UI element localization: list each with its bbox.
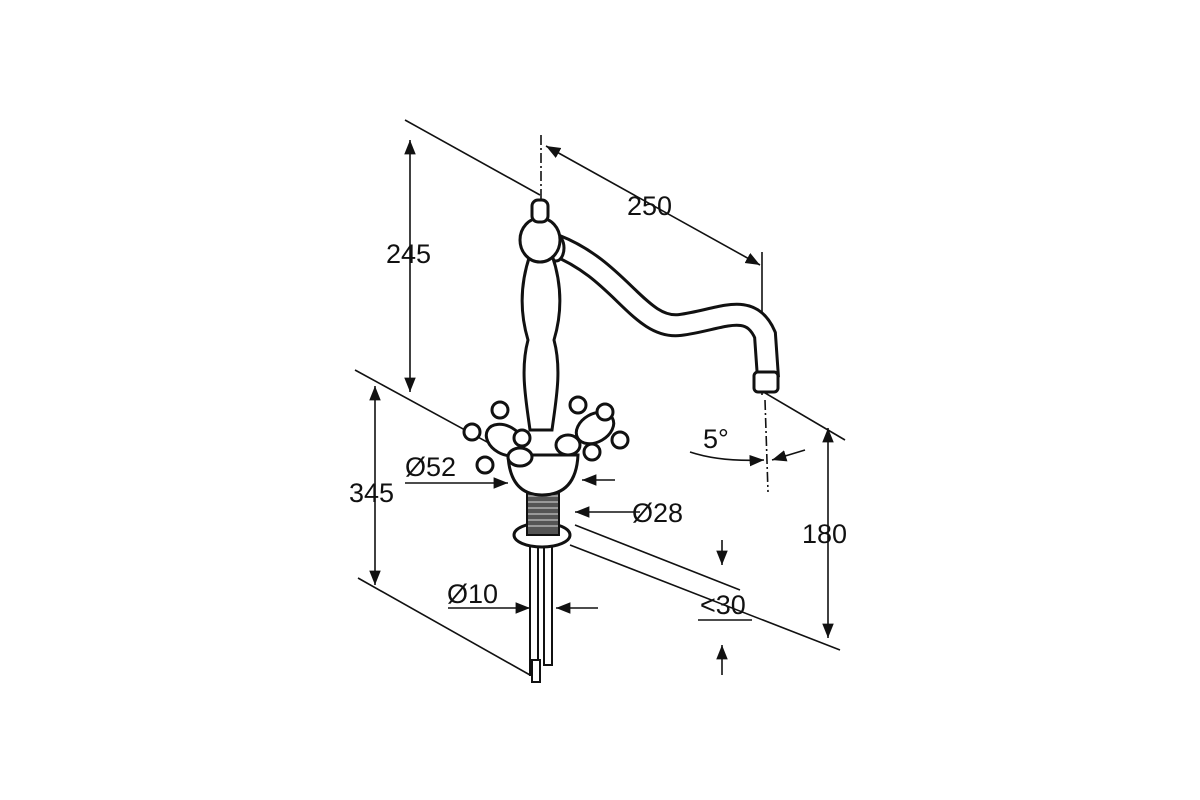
dimension-counter-label: <30 — [700, 590, 746, 620]
dimension-d52-label: Ø52 — [405, 452, 456, 482]
dimension-lines — [369, 140, 834, 675]
left-handle — [462, 400, 534, 475]
dimension-d10-label: Ø10 — [447, 579, 498, 609]
dimension-180-label: 180 — [802, 519, 847, 549]
dimension-angle-label: 5° — [703, 424, 729, 454]
faucet-body — [462, 198, 780, 683]
dimension-345-label: 345 — [349, 478, 394, 508]
extension-lines — [354, 119, 846, 676]
dimension-250-label: 250 — [627, 191, 672, 221]
right-handle — [554, 395, 630, 462]
dimension-d28-label: Ø28 — [632, 498, 683, 528]
dimension-245-label: 245 — [386, 239, 431, 269]
